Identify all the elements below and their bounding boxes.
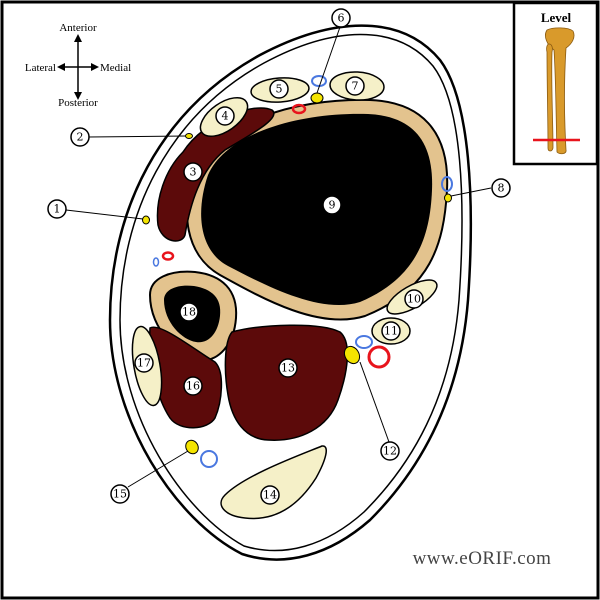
posterior-label: Posterior: [58, 97, 98, 109]
vein-peroneal: [152, 257, 160, 267]
tendon-14: [220, 445, 327, 520]
label-13-text: 13: [281, 362, 295, 375]
label-6-text: 6: [338, 12, 345, 25]
label-2: 2: [70, 127, 90, 147]
nerve-2: [185, 133, 193, 139]
anterior-label: Anterior: [59, 22, 97, 34]
tibia-fibula-illustration: [545, 27, 575, 155]
lateral-label: Lateral: [25, 62, 56, 74]
label-4-text: 4: [222, 110, 229, 123]
label-12: 12: [380, 441, 400, 461]
vein-great-saphenous: [441, 176, 453, 192]
tibia-marrow: [201, 113, 433, 306]
label-8: 8: [491, 178, 511, 198]
label-2-text: 2: [77, 131, 84, 144]
label-4: 4: [215, 106, 235, 126]
label-7-text: 7: [352, 80, 359, 93]
leader-lines: [65, 26, 492, 488]
label-16: 16: [183, 376, 203, 396]
artery-posterior-tibial: [367, 345, 391, 369]
label-3-text: 3: [190, 166, 197, 179]
label-1: 1: [47, 199, 67, 219]
label-9: 9: [322, 195, 342, 215]
muscle-13: [224, 324, 349, 441]
vein-posterior-tibial: [355, 335, 373, 349]
orientation-compass: [57, 34, 99, 100]
label-3: 3: [183, 162, 203, 182]
label-15-text: 15: [113, 488, 127, 501]
nerve-8: [444, 193, 452, 203]
nerve-6: [310, 92, 324, 104]
label-13: 13: [278, 358, 298, 378]
muscle-3: [156, 107, 275, 242]
label-12-text: 12: [383, 445, 397, 458]
label-17: 17: [134, 353, 154, 373]
label-5: 5: [269, 79, 289, 99]
vein-small-saphenous: [200, 450, 218, 468]
artery-peroneal: [161, 251, 175, 261]
artery-anterior-tibial: [291, 103, 307, 115]
label-1-text: 1: [54, 203, 61, 216]
nerve-1: [142, 215, 150, 225]
label-14-text: 14: [263, 489, 277, 502]
label-11: 11: [381, 321, 401, 341]
label-11-text: 11: [384, 325, 398, 338]
label-5-text: 5: [276, 83, 283, 96]
label-10-text: 10: [407, 293, 421, 306]
label-18-text: 18: [182, 306, 196, 319]
label-16-text: 16: [186, 380, 200, 393]
label-7: 7: [345, 76, 365, 96]
label-18: 18: [179, 302, 199, 322]
label-6: 6: [331, 8, 351, 28]
label-14: 14: [260, 485, 280, 505]
label-17-text: 17: [137, 357, 151, 370]
nerve-15: [185, 439, 199, 455]
label-15: 15: [110, 484, 130, 504]
label-10: 10: [404, 289, 424, 309]
label-9-text: 9: [329, 199, 336, 212]
label-8-text: 8: [498, 182, 505, 195]
medial-label: Medial: [100, 62, 131, 74]
level-title: Level: [541, 10, 572, 25]
watermark-text: www.eORIF.com: [413, 548, 552, 569]
nerve-12: [343, 345, 361, 365]
